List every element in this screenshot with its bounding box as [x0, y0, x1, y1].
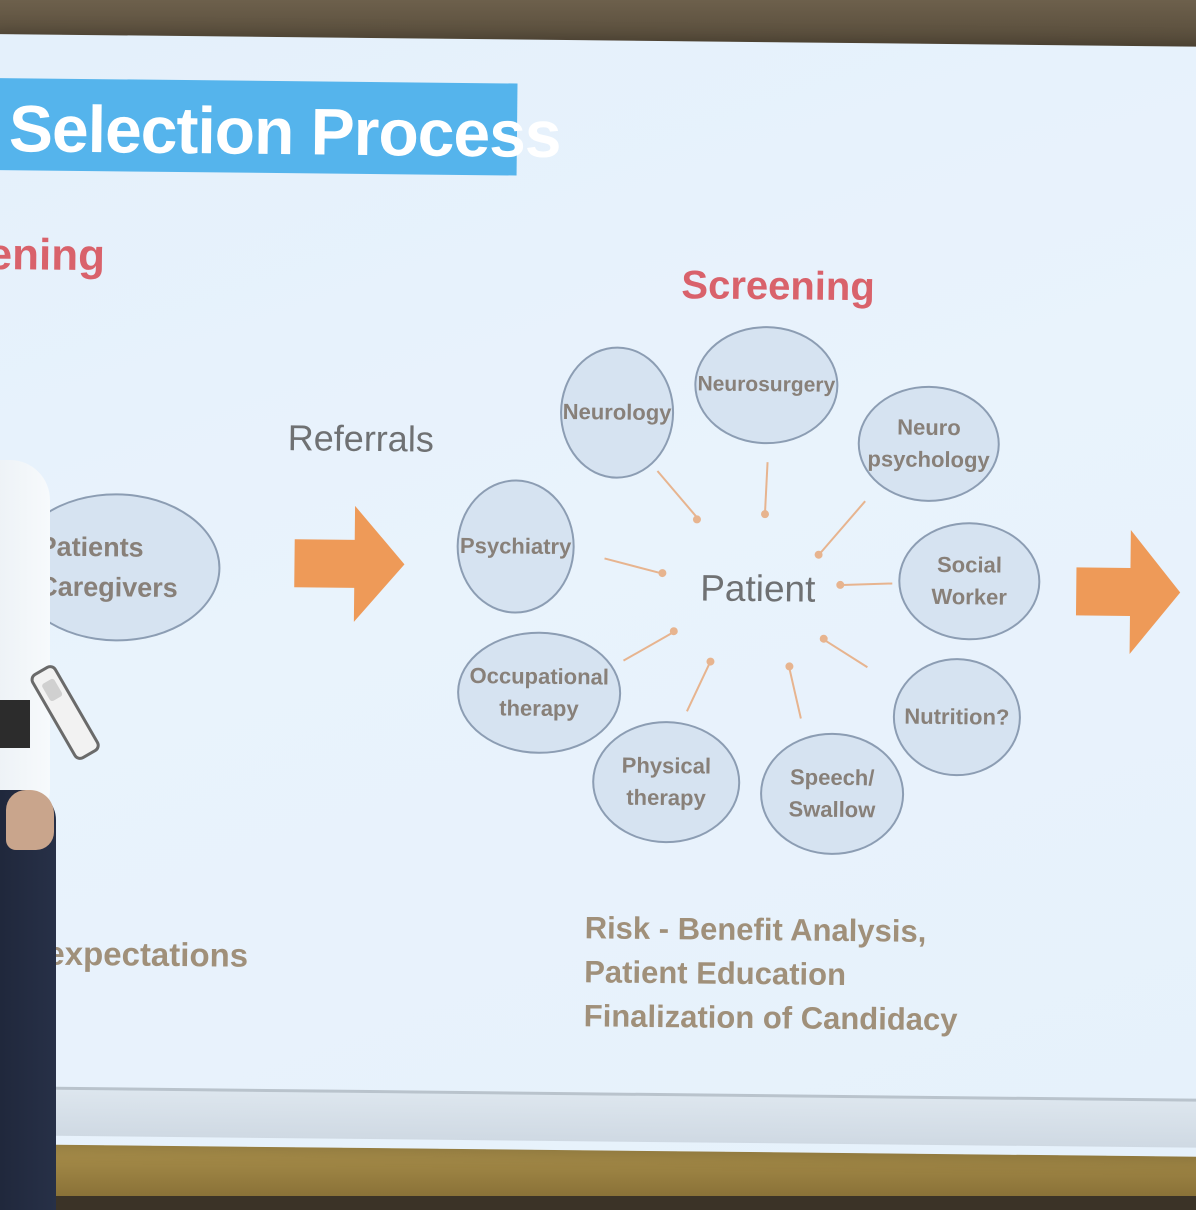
remote-clicker-icon: [30, 664, 101, 760]
presenter-hand: [6, 790, 54, 850]
presenter-body: [0, 790, 56, 1210]
